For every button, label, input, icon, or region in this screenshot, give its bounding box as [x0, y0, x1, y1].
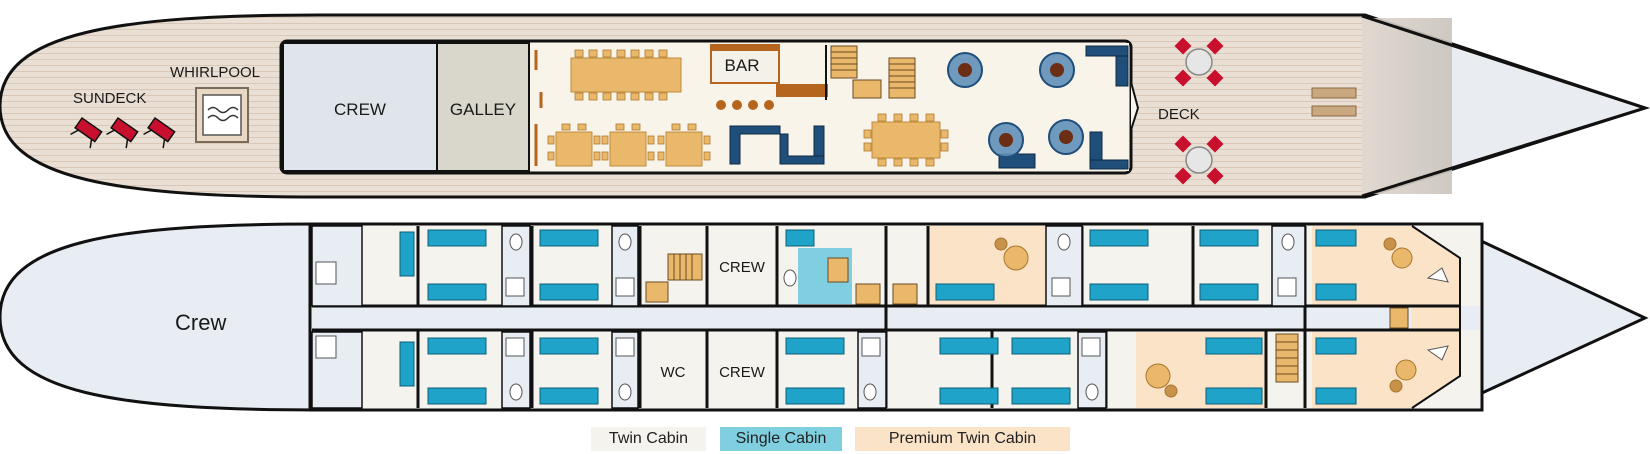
legend-single-cabin: Single Cabin [720, 427, 842, 451]
crew-room-top-label: CREW [719, 259, 766, 276]
legend-premium-label: Premium Twin Cabin [888, 430, 1037, 447]
whirlpool-icon [195, 87, 249, 143]
lower-deck: Crew [0, 222, 1649, 412]
corridor [312, 306, 1480, 330]
crew-room-upper [282, 42, 438, 172]
legend-premium-cabin: Premium Twin Cabin [855, 427, 1070, 451]
round-table-icon [947, 52, 1084, 158]
galley-room [436, 42, 530, 172]
wc-label: WC [661, 364, 686, 381]
dining-table-small [547, 123, 711, 167]
legend-single-label: Single Cabin [735, 430, 827, 447]
shower-icon [315, 261, 1449, 361]
crew-room-bottom-label: CREW [719, 364, 766, 381]
crew-room-upper-label: CREW [334, 100, 386, 119]
upper-deck: SUNDECK WHIRLPOOL CREW GALLEY [0, 13, 1650, 199]
legend-twin-cabin: Twin Cabin [591, 427, 706, 451]
stairs-icon [830, 45, 916, 99]
legend-twin-label: Twin Cabin [608, 430, 689, 447]
bow-deck [1362, 18, 1452, 194]
bow-bench-icon [1311, 87, 1357, 117]
stairs-icon [645, 253, 1409, 383]
sundeck-label: SUNDECK [73, 90, 146, 107]
cabin-table-icon [994, 237, 1417, 398]
whirlpool-label: WHIRLPOOL [170, 64, 260, 81]
bar-stool-icon [716, 100, 774, 110]
dining-table-lounge [863, 113, 949, 167]
lounge-sofa-icon [729, 45, 1129, 170]
bar-counter [710, 44, 780, 84]
sun-lounger-icon [70, 116, 176, 149]
crew-area-label: Crew [175, 310, 226, 335]
dining-table-long [570, 49, 682, 101]
deck-label: DECK [1158, 106, 1200, 123]
galley-label: GALLEY [450, 100, 516, 119]
toilet-icon [509, 233, 1295, 401]
bar-label: BAR [725, 56, 760, 75]
bed-icon [399, 229, 1357, 405]
cabin-walls [312, 226, 1460, 408]
